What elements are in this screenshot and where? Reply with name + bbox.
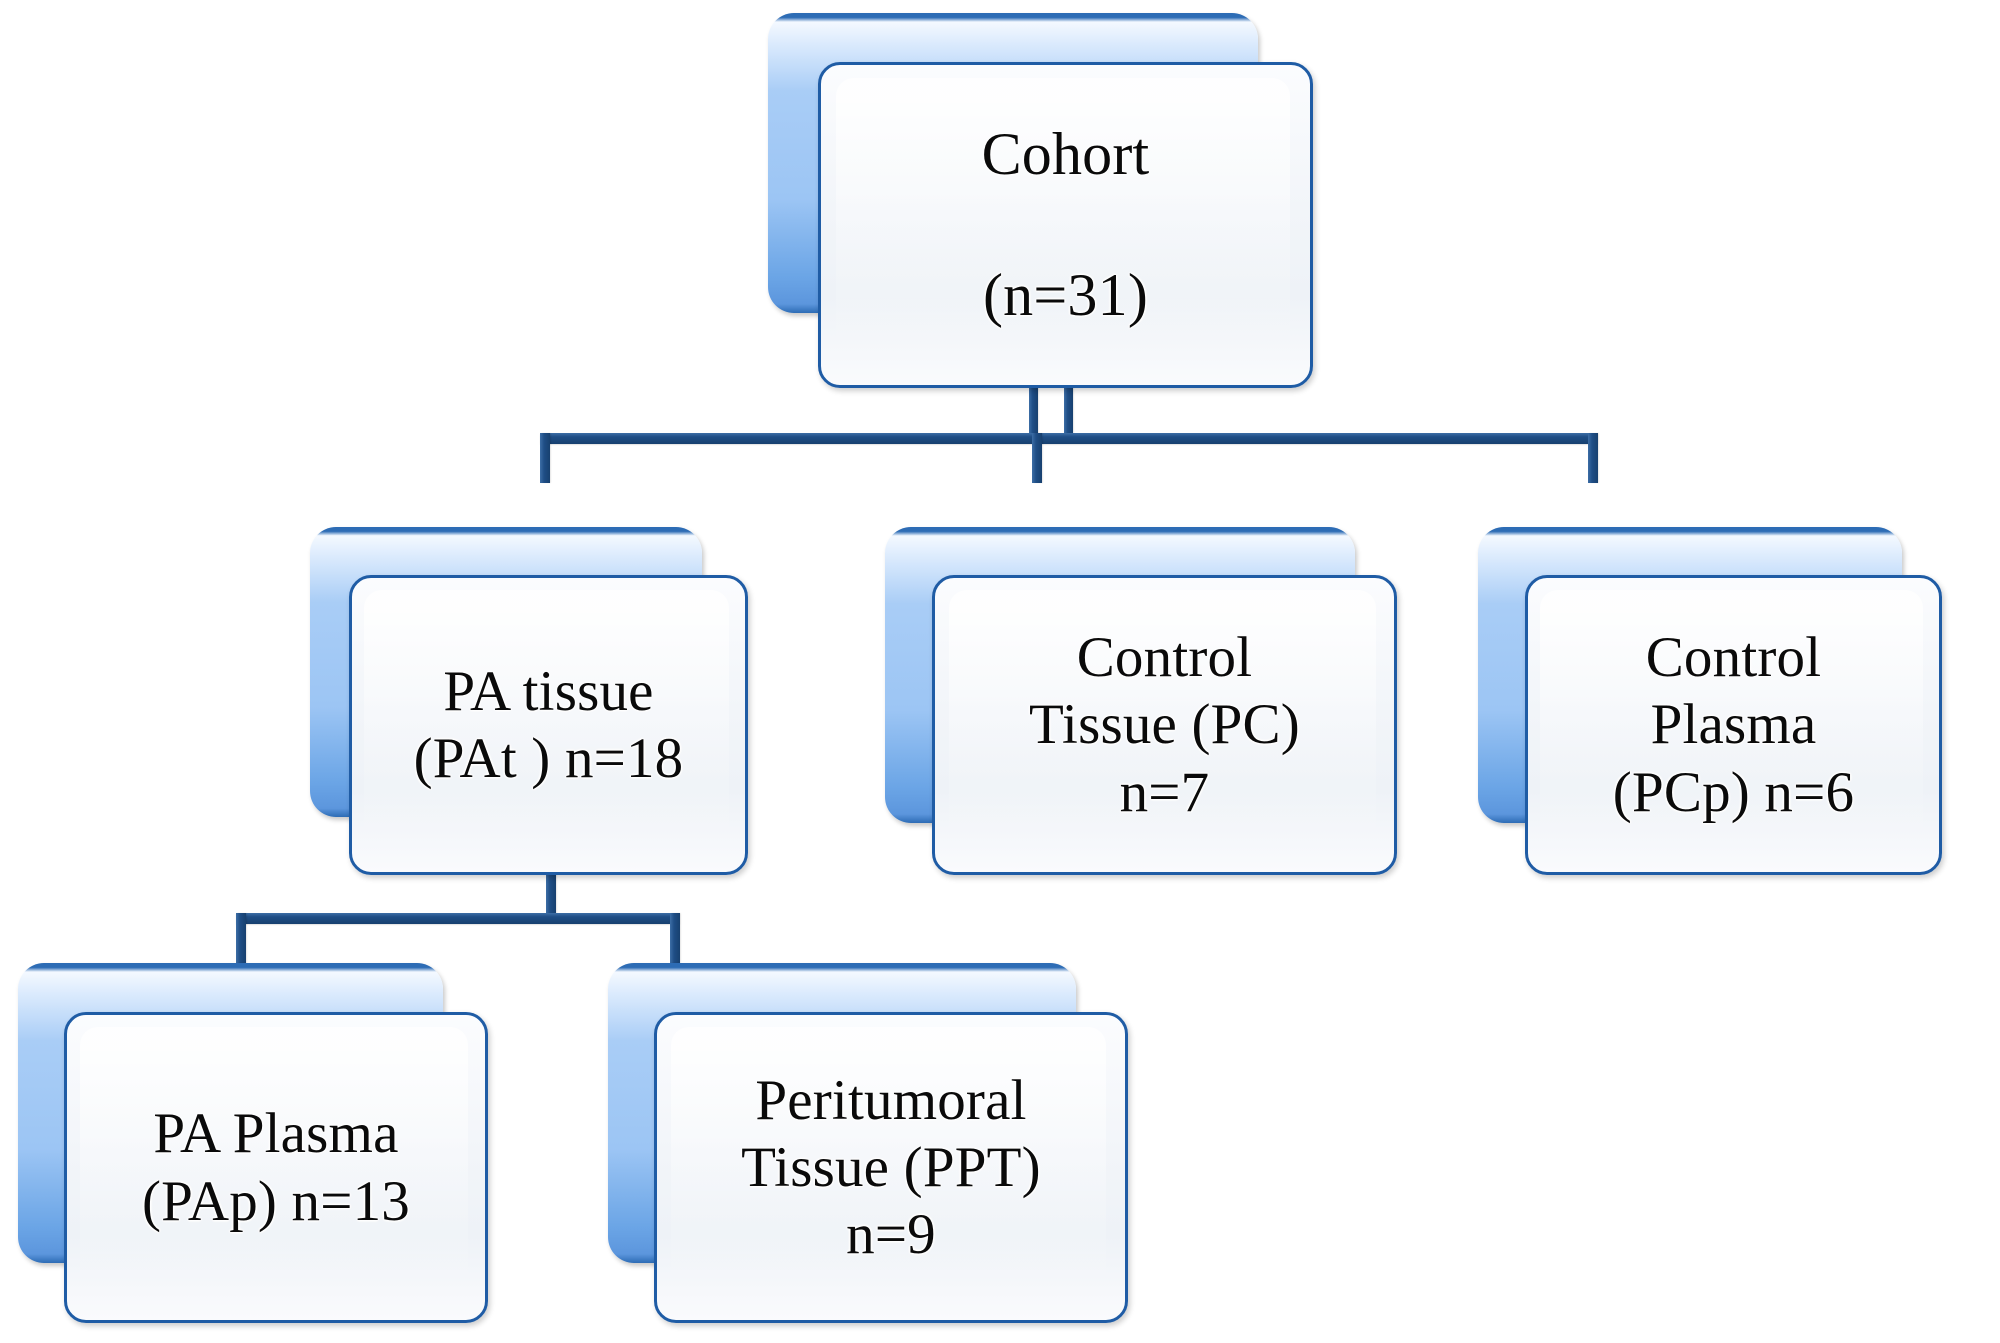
node-cohort[interactable]: Cohort (n=31) xyxy=(768,13,1313,388)
connector-level1-drop-right xyxy=(1588,433,1598,483)
connector-level1-drop-mid xyxy=(1032,433,1042,483)
node-control-tissue-card[interactable]: Control Tissue (PC) n=7 xyxy=(932,575,1397,875)
connector-patissue-stem xyxy=(546,866,556,922)
connector-level2-bus xyxy=(236,913,680,924)
connector-level1-bus xyxy=(540,433,1598,444)
node-peritumoral-tissue-card[interactable]: Peritumoral Tissue (PPT) n=9 xyxy=(654,1012,1128,1323)
connector-level2-drop-right xyxy=(670,913,680,970)
connector-cohort-stem-left xyxy=(1029,380,1038,442)
node-pa-tissue-card[interactable]: PA tissue (PAt ) n=18 xyxy=(349,575,748,875)
node-control-tissue-label: Control Tissue (PC) n=7 xyxy=(1029,626,1300,824)
connector-cohort-stem-right xyxy=(1064,380,1073,442)
node-cohort-card[interactable]: Cohort (n=31) xyxy=(818,62,1313,388)
node-peritumoral-tissue[interactable]: Peritumoral Tissue (PPT) n=9 xyxy=(608,963,1128,1323)
node-control-tissue[interactable]: Control Tissue (PC) n=7 xyxy=(885,527,1397,877)
node-control-plasma-card[interactable]: Control Plasma (PCp) n=6 xyxy=(1525,575,1942,875)
node-cohort-label: Cohort (n=31) xyxy=(981,120,1150,329)
node-control-plasma[interactable]: Control Plasma (PCp) n=6 xyxy=(1478,527,1942,877)
node-peritumoral-tissue-label: Peritumoral Tissue (PPT) n=9 xyxy=(741,1068,1041,1267)
node-pa-plasma-label: PA Plasma (PAp) n=13 xyxy=(142,1102,410,1233)
node-control-plasma-label: Control Plasma (PCp) n=6 xyxy=(1612,626,1855,824)
node-pa-tissue-label: PA tissue (PAt ) n=18 xyxy=(413,659,684,790)
node-pa-plasma[interactable]: PA Plasma (PAp) n=13 xyxy=(18,963,488,1323)
node-pa-plasma-card[interactable]: PA Plasma (PAp) n=13 xyxy=(64,1012,488,1323)
connector-level2-drop-left xyxy=(236,913,246,970)
node-pa-tissue[interactable]: PA tissue (PAt ) n=18 xyxy=(310,527,748,877)
connector-level1-drop-left xyxy=(540,433,550,483)
